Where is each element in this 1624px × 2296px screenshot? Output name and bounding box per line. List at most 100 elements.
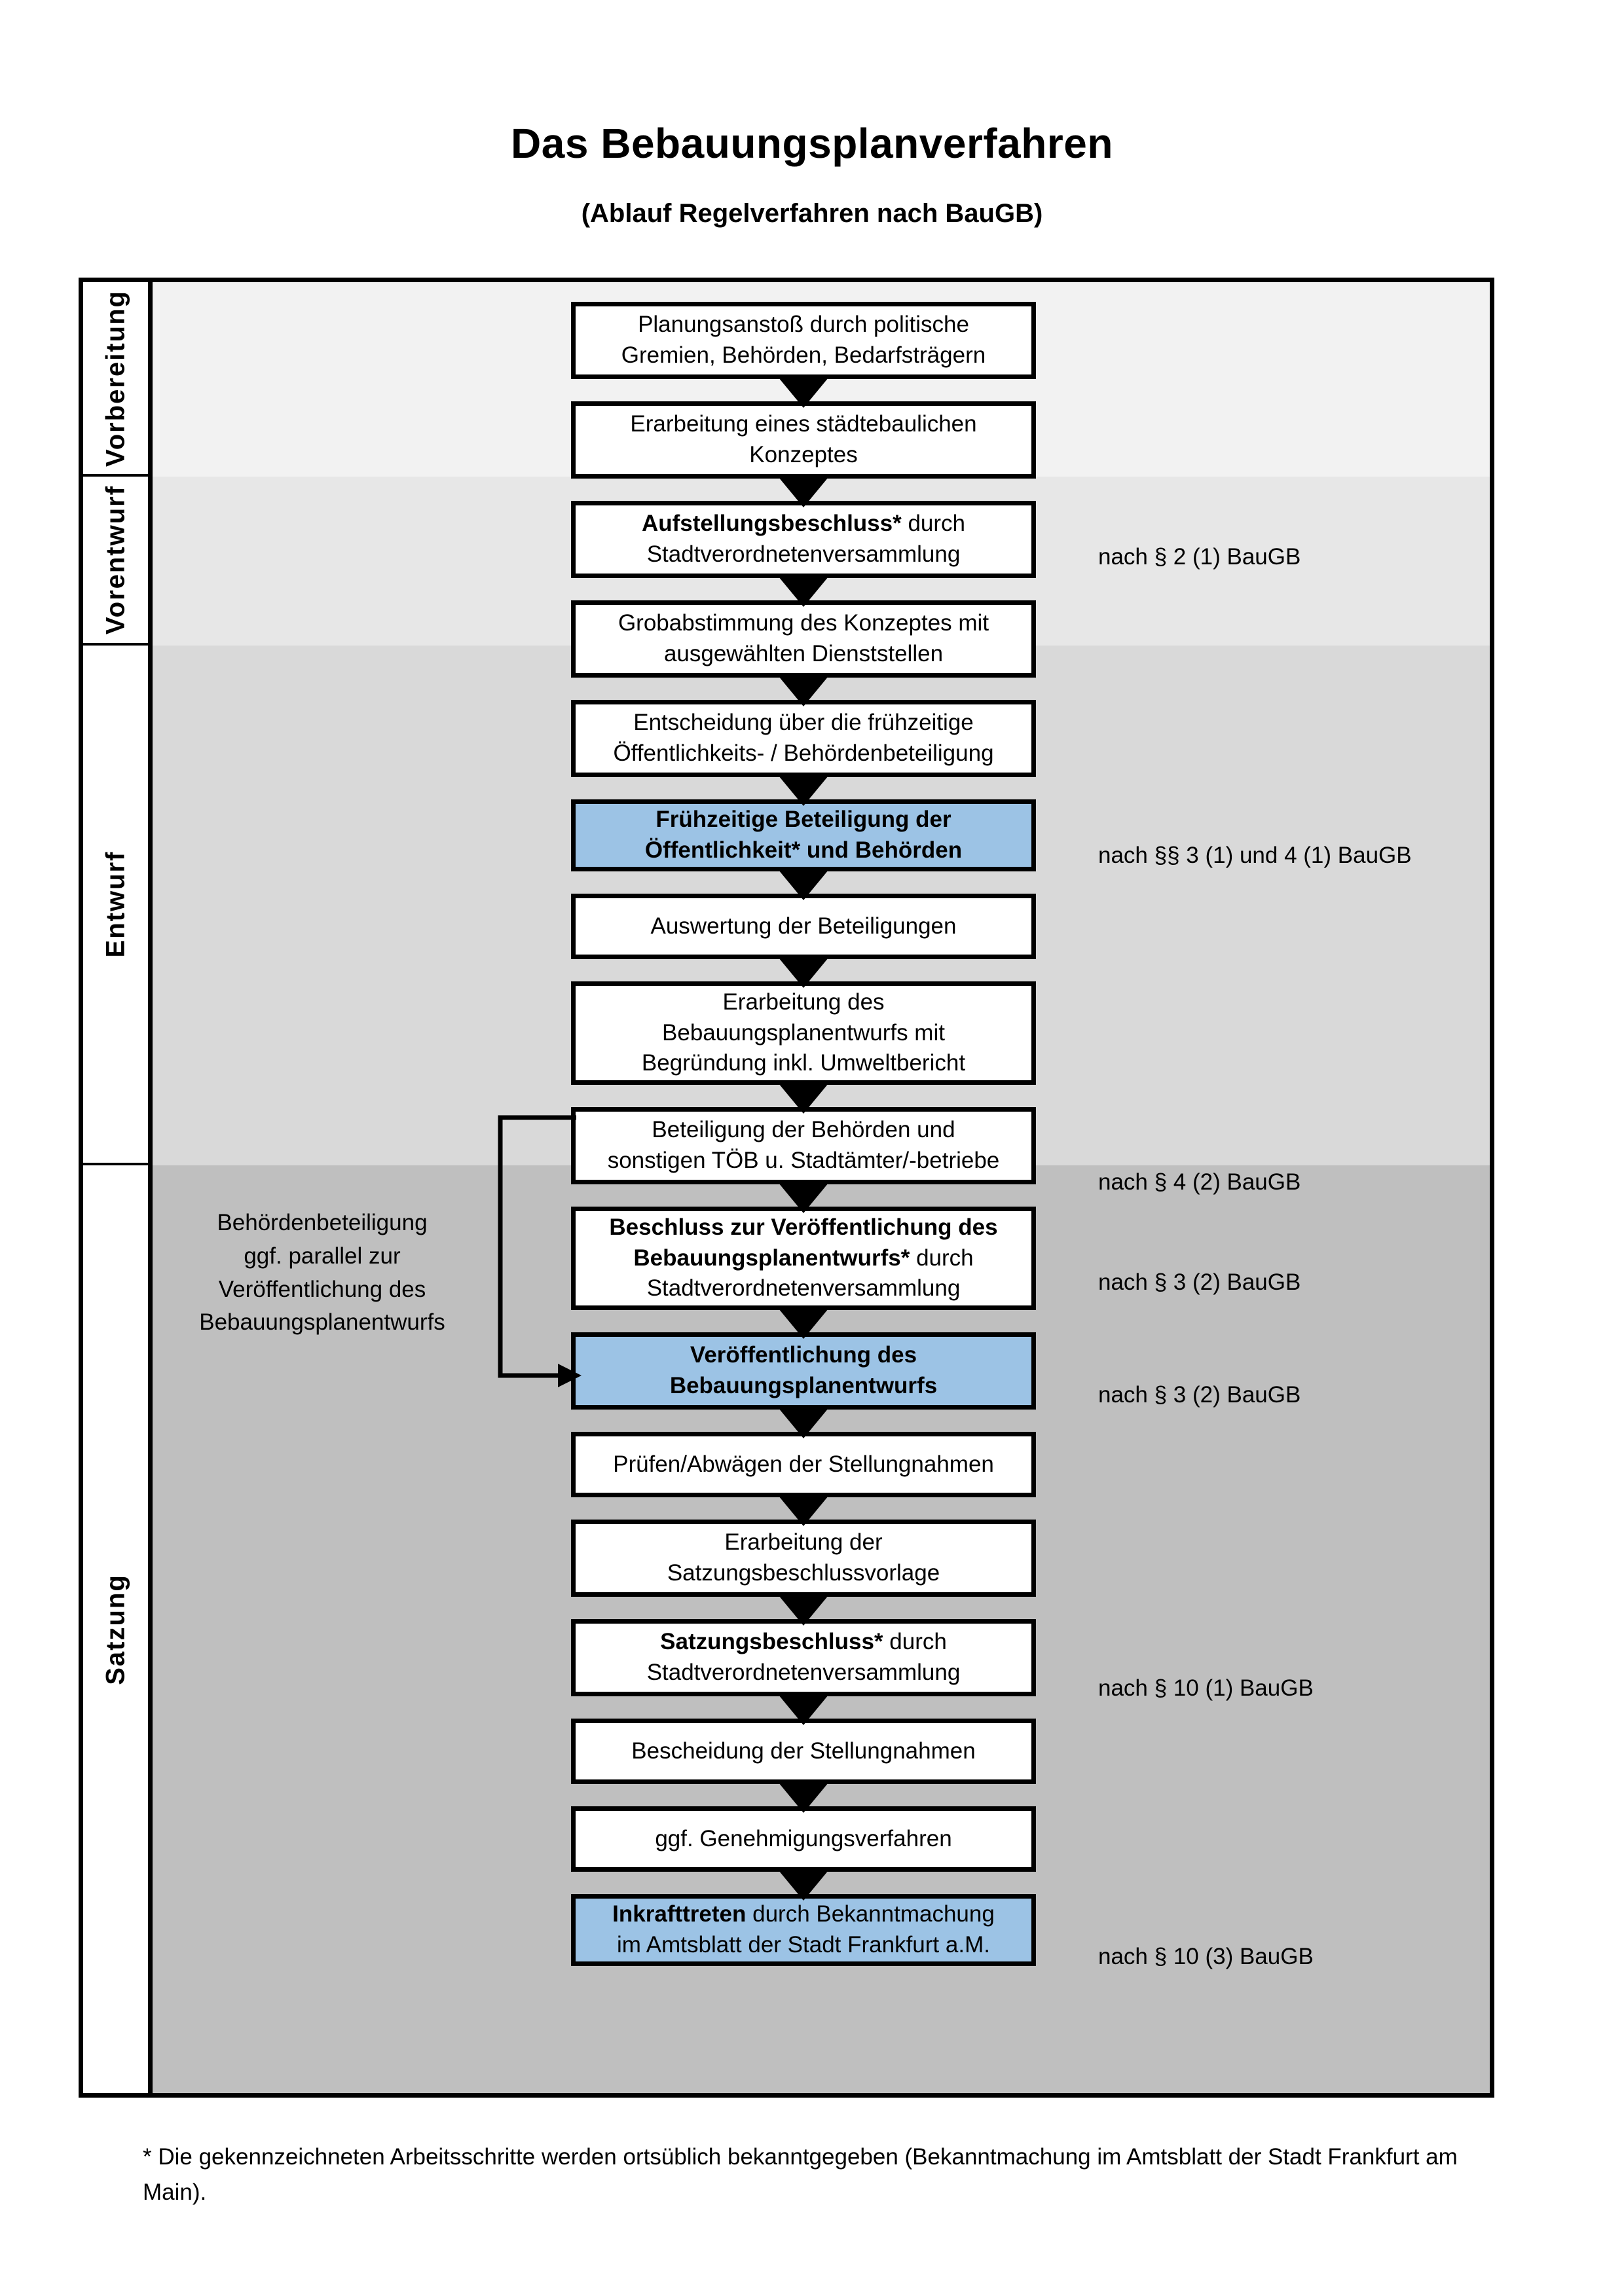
parallel-loop-connector — [498, 1115, 581, 1387]
flow-layer: Planungsanstoß durch politische Gremien,… — [83, 282, 1490, 2093]
page-title: Das Bebauungsplanverfahren — [511, 120, 1113, 167]
phase-cell-vorentwurf: Vorentwurf — [83, 477, 148, 646]
phase-cell-satzung: Satzung — [83, 1165, 148, 2093]
connector-arrow — [779, 577, 828, 607]
step-line: Veröffentlichung des — [690, 1342, 917, 1368]
step-line: Auswertung der Beteiligungen — [650, 913, 957, 939]
step-bescheidung-stellungnahmen: Bescheidung der Stellungnahmen — [571, 1719, 1036, 1784]
side-note-par2-1: nach § 2 (1) BauGB — [1098, 544, 1301, 570]
step-line: Stadtverordnetenversammlung — [646, 541, 961, 567]
step-satzungsbeschluss: Satzungsbeschluss* durch Stadtverordnete… — [571, 1619, 1036, 1696]
parallel-note-line: Behördenbeteiligung — [217, 1210, 428, 1235]
step-line: Satzungsbeschluss* durch — [582, 1627, 1025, 1658]
connector-arrow — [779, 676, 828, 706]
step-line: ausgewählten Dienststellen — [663, 641, 944, 666]
step-line-bold: Bebauungsplanentwurfs* — [633, 1245, 910, 1271]
connector-arrow — [779, 1084, 828, 1114]
step-line: Konzeptes — [749, 442, 858, 467]
step-line-suffix: durch — [883, 1629, 947, 1655]
step-genehmigungsverfahren: ggf. Genehmigungsverfahren — [571, 1806, 1036, 1872]
page-subtitle: (Ablauf Regelverfahren nach BauGB) — [581, 199, 1043, 228]
step-line: Bebauungsplanentwurfs — [669, 1373, 938, 1398]
step-line: sonstigen TÖB u. Stadtämter/-betriebe — [607, 1148, 1000, 1173]
step-line: Öffentlichkeits- / Behördenbeteiligung — [613, 740, 994, 766]
phase-label-vorentwurf: Vorentwurf — [101, 484, 130, 635]
phase-cell-vorbereitung: Vorbereitung — [83, 282, 148, 477]
step-line-suffix: durch — [910, 1245, 974, 1271]
phase-cell-entwurf: Entwurf — [83, 646, 148, 1165]
step-line: Erarbeitung der — [724, 1529, 883, 1556]
step-line: Stadtverordnetenversammlung — [646, 1660, 961, 1685]
step-line: Frühzeitige Beteiligung der — [655, 807, 951, 833]
footnote: * Die gekennzeichneten Arbeitsschritte w… — [143, 2144, 1458, 2206]
step-line: Entscheidung über die frühzeitige — [633, 710, 974, 736]
step-line: Grobabstimmung des Konzeptes mit — [618, 610, 989, 636]
step-line: Prüfen/Abwägen der Stellungnahmen — [613, 1451, 994, 1477]
process-flowchart: Vorbereitung Vorentwurf Entwurf Satzung … — [79, 278, 1494, 2098]
parallel-note-line: Bebauungsplanentwurfs — [199, 1309, 445, 1336]
step-line: Erarbeitung eines städtebaulichen — [630, 411, 977, 437]
step-line-suffix: durch — [901, 511, 966, 537]
step-line: Beteiligung der Behörden und — [652, 1117, 955, 1143]
parallel-note-line: ggf. parallel zur — [244, 1243, 401, 1269]
side-note-par3-2-b: nach § 3 (2) BauGB — [1098, 1382, 1301, 1408]
phase-label-entwurf: Entwurf — [101, 850, 130, 958]
phase-label-column: Vorbereitung Vorentwurf Entwurf Satzung — [83, 282, 153, 2093]
connector-arrow — [779, 1595, 828, 1626]
step-beteiligung-behoerden: Beteiligung der Behörden und sonstigen T… — [571, 1107, 1036, 1184]
step-line-bold: Inkrafttreten — [612, 1901, 747, 1927]
step-grobabstimmung: Grobabstimmung des Konzeptes mit ausgewä… — [571, 600, 1036, 678]
step-satzungsbeschlussvorlage: Erarbeitung der Satzungsbeschlussvorlage — [571, 1520, 1036, 1597]
connector-arrow — [779, 870, 828, 900]
step-line: Öffentlichkeit* und Behörden — [644, 837, 963, 863]
step-pruefen-abwaegen: Prüfen/Abwägen der Stellungnahmen — [571, 1432, 1036, 1497]
connector-arrow — [779, 1183, 828, 1213]
step-line-bold: Aufstellungsbeschluss* — [641, 511, 902, 537]
step-staedtebauliches-konzept: Erarbeitung eines städtebaulichen Konzep… — [571, 401, 1036, 479]
connector-arrow — [779, 1870, 828, 1901]
side-note-par3-2-a: nach § 3 (2) BauGB — [1098, 1269, 1301, 1295]
step-line: Bescheidung der Stellungnahmen — [631, 1738, 976, 1764]
step-line-bold: Satzungsbeschluss* — [660, 1629, 883, 1655]
step-line: Erarbeitung des — [722, 989, 885, 1015]
side-note-par3-4-1: nach §§ 3 (1) und 4 (1) BauGB — [1098, 843, 1412, 868]
step-auswertung-beteiligungen: Auswertung der Beteiligungen — [571, 894, 1036, 959]
connector-arrow — [779, 378, 828, 408]
step-line: ggf. Genehmigungsverfahren — [655, 1825, 952, 1851]
connector-arrow — [779, 1408, 828, 1438]
step-line: Gremien, Behörden, Bedarfsträgern — [621, 342, 986, 368]
step-line: Bebauungsplanentwurfs mit — [662, 1019, 945, 1046]
step-veroeffentlichung-bplanentwurf: Veröffentlichung des Bebauungsplanentwur… — [571, 1332, 1036, 1410]
step-line: Planungsanstoß durch politische — [638, 312, 969, 338]
step-line: Beschluss zur Veröffentlichung des — [609, 1214, 998, 1241]
connector-arrow — [779, 776, 828, 806]
connector-arrow — [779, 958, 828, 988]
step-beschluss-veroeffentlichung: Beschluss zur Veröffentlichung des Bebau… — [571, 1207, 1036, 1310]
step-aufstellungsbeschluss: Aufstellungsbeschluss* durch Stadtverord… — [571, 501, 1036, 578]
step-line: Begründung inkl. Umweltbericht — [641, 1050, 966, 1076]
connector-arrow — [779, 1695, 828, 1725]
connector-arrow — [779, 1496, 828, 1526]
connector-arrow — [779, 1309, 828, 1339]
step-line: Aufstellungsbeschluss* durch — [582, 509, 1025, 539]
step-fruehzeitige-beteiligung: Frühzeitige Beteiligung der Öffentlichke… — [571, 799, 1036, 871]
step-erarbeitung-bplanentwurf: Erarbeitung des Bebauungsplanentwurfs mi… — [571, 981, 1036, 1085]
step-line-suffix: durch Bekanntmachung — [746, 1901, 995, 1927]
connector-arrow — [779, 477, 828, 507]
phase-label-satzung: Satzung — [101, 1573, 130, 1685]
parallel-note: Behördenbeteiligung ggf. parallel zur Ve… — [198, 1207, 447, 1339]
step-line: Inkrafttreten durch Bekanntmachung — [582, 1899, 1025, 1930]
step-line: im Amtsblatt der Stadt Frankfurt a.M. — [617, 1932, 990, 1958]
parallel-note-line: Veröffentlichung des — [218, 1276, 426, 1302]
step-line: Satzungsbeschlussvorlage — [667, 1560, 940, 1586]
connector-arrow — [779, 1783, 828, 1813]
side-note-par4-2: nach § 4 (2) BauGB — [1098, 1169, 1301, 1195]
side-note-par10-3: nach § 10 (3) BauGB — [1098, 1944, 1314, 1969]
step-line: Bebauungsplanentwurfs* durch — [582, 1243, 1025, 1274]
step-entscheidung-fruehzeitige: Entscheidung über die frühzeitige Öffent… — [571, 700, 1036, 777]
phase-label-vorbereitung: Vorbereitung — [101, 289, 130, 467]
step-inkrafttreten: Inkrafttreten durch Bekanntmachung im Am… — [571, 1894, 1036, 1966]
page-header: Das Bebauungsplanverfahren (Ablauf Regel… — [0, 0, 1624, 228]
step-line: Stadtverordnetenversammlung — [646, 1275, 961, 1302]
side-note-par10-1: nach § 10 (1) BauGB — [1098, 1675, 1314, 1701]
